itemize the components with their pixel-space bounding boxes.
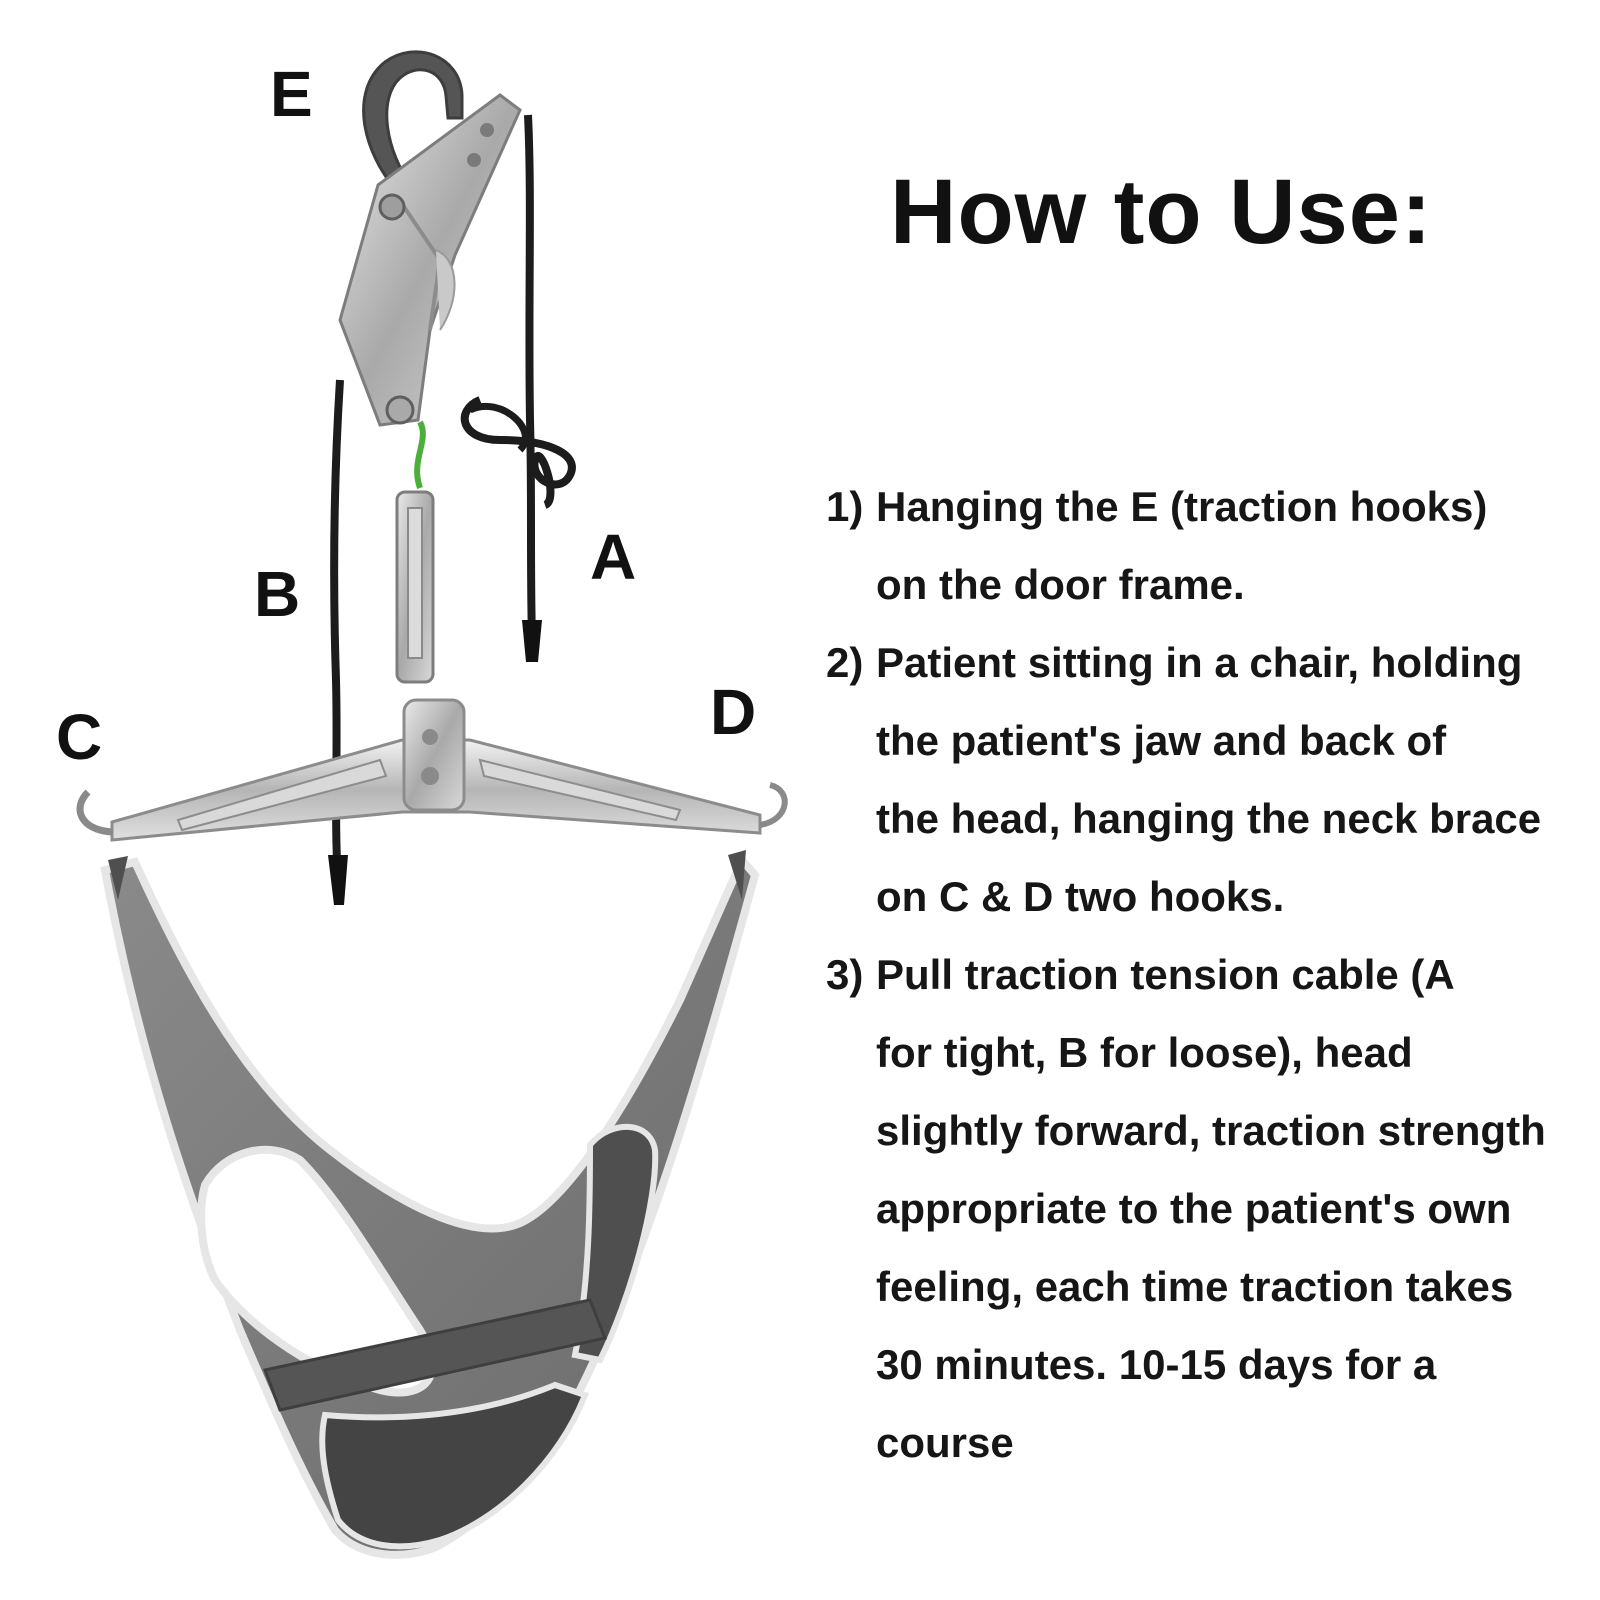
step-line: 30 minutes. 10-15 days for a — [876, 1341, 1437, 1388]
callout-e: E — [270, 58, 313, 130]
callout-a: A — [590, 521, 637, 593]
step-line: appropriate to the patient's own — [876, 1185, 1512, 1232]
hook-d — [759, 782, 788, 828]
step-line: the head, hanging the neck brace — [876, 795, 1542, 842]
step-number: 2) — [826, 639, 864, 686]
traction-cord-b — [328, 379, 348, 905]
step-line: Patient sitting in a chair, holding — [876, 639, 1523, 686]
neck-brace-sling — [100, 850, 760, 1559]
step-line: slightly forward, traction strength — [876, 1107, 1546, 1154]
door-hook-e — [362, 50, 464, 197]
page-title: How to Use: — [890, 161, 1433, 263]
step-text: Patient sitting in a chair, holding the … — [876, 624, 1596, 936]
pulley-housing — [338, 93, 522, 427]
green-tie — [414, 420, 426, 490]
callout-c: C — [56, 701, 103, 773]
instruction-steps: 1) Hanging the E (traction hooks) on the… — [826, 468, 1596, 1482]
callout-b: B — [254, 558, 301, 630]
step-line: Hanging the E (traction hooks) — [876, 483, 1488, 530]
traction-cord-a — [460, 114, 576, 662]
cervical-traction-device-illustration — [76, 50, 788, 1559]
step-text: Pull traction tension cable (A for tight… — [876, 936, 1596, 1482]
step-1: 1) Hanging the E (traction hooks) on the… — [826, 468, 1596, 624]
step-number: 3) — [826, 951, 864, 998]
step-2: 2) Patient sitting in a chair, holding t… — [826, 624, 1596, 936]
callout-d: D — [710, 676, 757, 748]
hook-c — [76, 789, 113, 836]
step-line: on C & D two hooks. — [876, 873, 1285, 920]
step-text: Hanging the E (traction hooks) on the do… — [876, 468, 1596, 624]
step-line: the patient's jaw and back of — [876, 717, 1447, 764]
step-line: for tight, B for loose), head — [876, 1029, 1413, 1076]
step-line: on the door frame. — [876, 561, 1245, 608]
step-line: course — [876, 1419, 1014, 1466]
step-line: feeling, each time traction takes — [876, 1263, 1514, 1310]
step-line: Pull traction tension cable (A — [876, 951, 1455, 998]
step-3: 3) Pull traction tension cable (A for ti… — [826, 936, 1596, 1482]
step-number: 1) — [826, 483, 864, 530]
spreader-bar — [110, 698, 762, 842]
tension-rod — [395, 490, 435, 684]
